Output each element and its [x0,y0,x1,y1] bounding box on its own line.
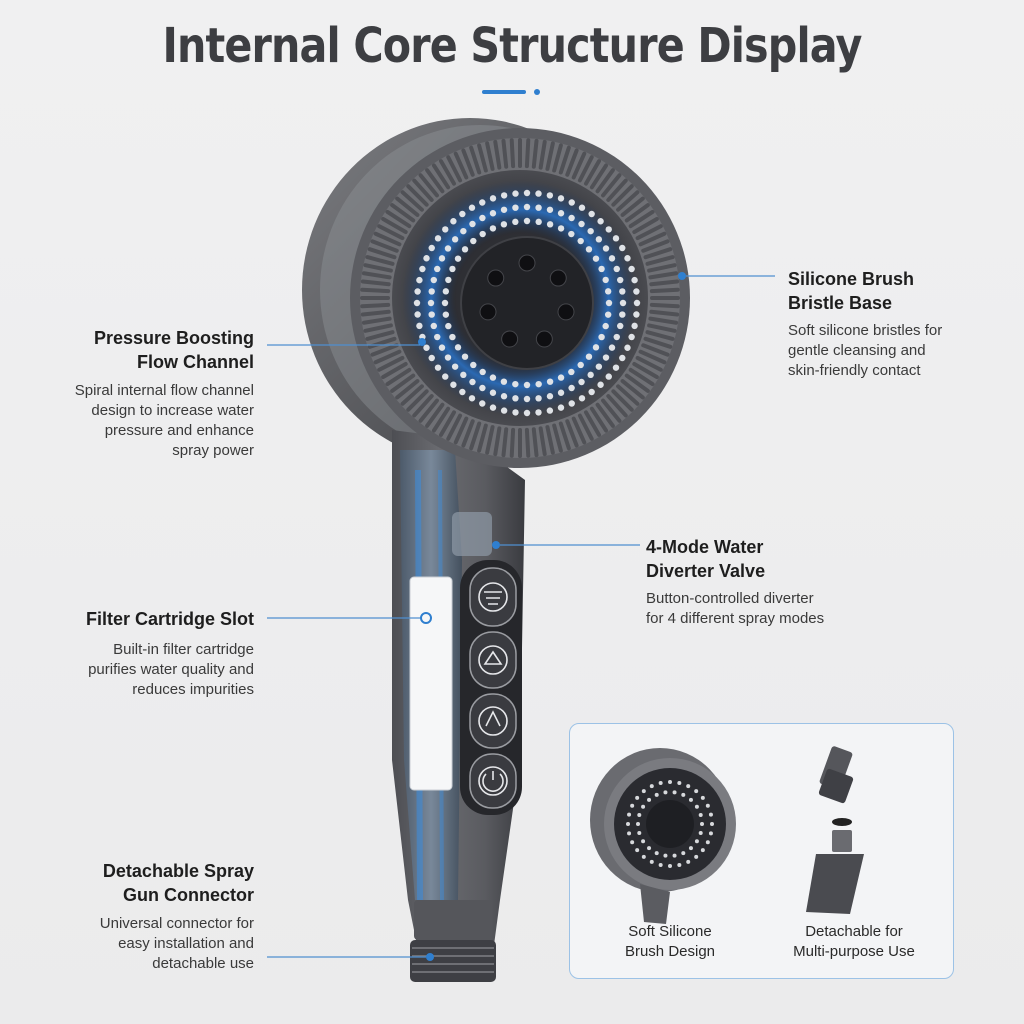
title-underline-dot [534,89,540,95]
page-title: Internal Core Structure Display [162,18,862,74]
filter-slot-description: Built-in filter cartridge purifies water… [88,641,254,698]
connector-heading: Detachable Spray Gun Connector [102,861,254,905]
inset-brush-head-image [590,748,736,924]
silicone-base-description: Soft silicone bristles for gentle cleans… [788,322,943,379]
diverter-valve-heading: 4-Mode Water Diverter Valve [646,537,766,581]
connector-description: Universal connector for easy installatio… [99,915,254,972]
inset-right-caption: Detachable for Multi-purpose Use [793,923,915,960]
silicone-base-heading: Silicone Brush Bristle Base [788,269,915,313]
detail-inset-panel: Soft Silicone Brush Design Detachable fo… [569,723,954,979]
inset-left-caption: Soft Silicone Brush Design [624,923,716,960]
diverter-valve-description: Button-controlled diverter for 4 differe… [646,590,825,627]
pressure-channel-description: Spiral internal flow channel design to i… [74,382,254,459]
pressure-channel-heading: Pressure Boosting Flow Channel [93,328,254,372]
title-underline [482,90,526,94]
inset-connector-image [806,746,864,914]
filter-slot-heading: Filter Cartridge Slot [85,609,254,629]
inset-illustrations [590,746,864,924]
